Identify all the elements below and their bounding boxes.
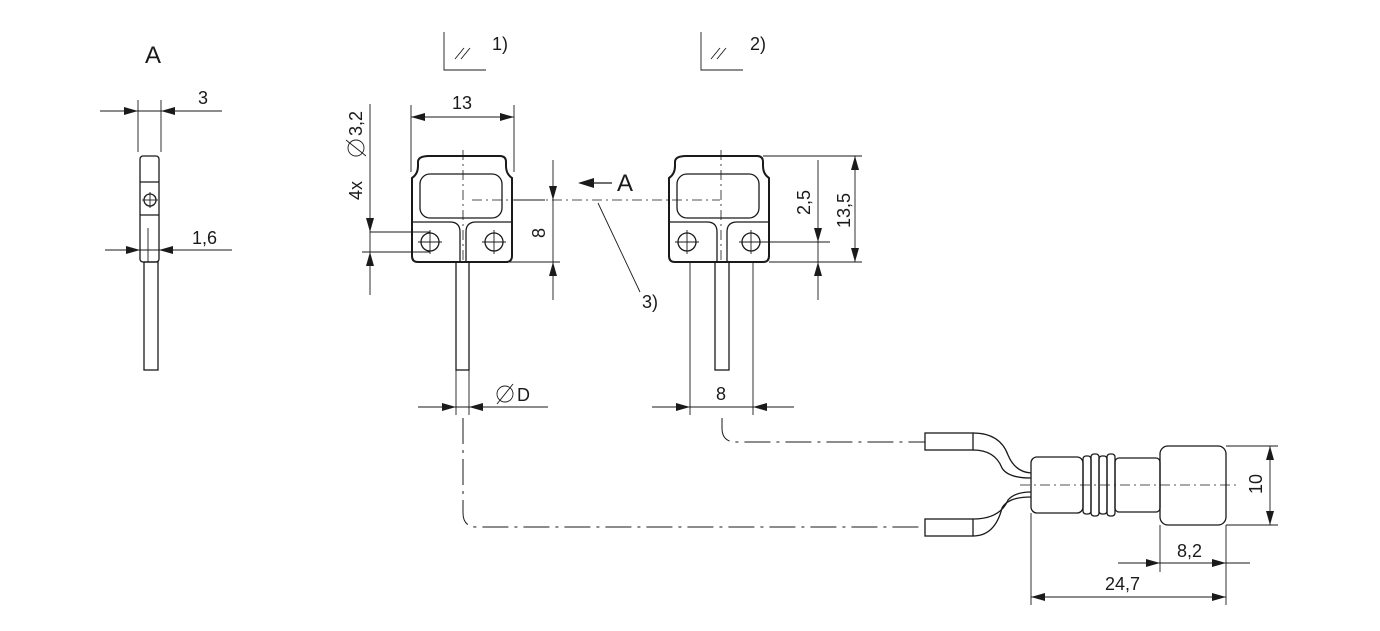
dim-13: 13 — [452, 93, 472, 113]
sensor-2-cable — [714, 261, 730, 371]
side-cable — [143, 261, 159, 371]
dim-8-cable: 8 — [716, 384, 726, 404]
note-3: 3) — [642, 292, 658, 312]
connector-nut — [1159, 445, 1227, 526]
dim-8-2: 8,2 — [1177, 541, 1202, 561]
sensor-2-body — [668, 155, 770, 263]
dim-cable-dia: D — [517, 385, 530, 405]
cable-end-top — [924, 432, 974, 451]
dim-24-7: 24,7 — [1105, 574, 1140, 594]
note-symbol-1: 1) — [443, 32, 508, 71]
sensor-1-body — [411, 155, 513, 263]
sensor-1: 13 4x 3,2 8 — [345, 93, 560, 415]
note-2: 2) — [750, 34, 766, 54]
note-1: 1) — [492, 34, 508, 54]
note-symbol-2: 2) — [700, 32, 766, 71]
view-a-label: A — [145, 42, 161, 69]
dim-10: 10 — [1246, 474, 1266, 494]
sensor-1-window — [419, 173, 503, 219]
cable-paths — [462, 418, 925, 528]
section-a-marker: A 3) — [472, 170, 720, 312]
dim-hole-dia: 3,2 — [346, 111, 366, 136]
dim-holes-count: 4x — [346, 181, 366, 200]
cable-end-bottom — [924, 518, 974, 537]
dim-3: 3 — [198, 88, 208, 108]
side-view-a: A 3 1,6 — [100, 42, 232, 371]
dim-2-5: 2,5 — [794, 190, 814, 215]
dim-1-6: 1,6 — [192, 228, 217, 248]
section-a-label: A — [617, 170, 633, 197]
sensor-2: 2,5 13,5 8 — [652, 150, 862, 415]
connector: 10 8,2 24,7 — [924, 432, 1278, 605]
dim-8-left: 8 — [529, 228, 549, 238]
side-body — [139, 155, 160, 263]
dim-13-5: 13,5 — [834, 193, 854, 228]
sensor-1-cable — [455, 261, 470, 371]
sensor-2-window — [676, 173, 760, 219]
